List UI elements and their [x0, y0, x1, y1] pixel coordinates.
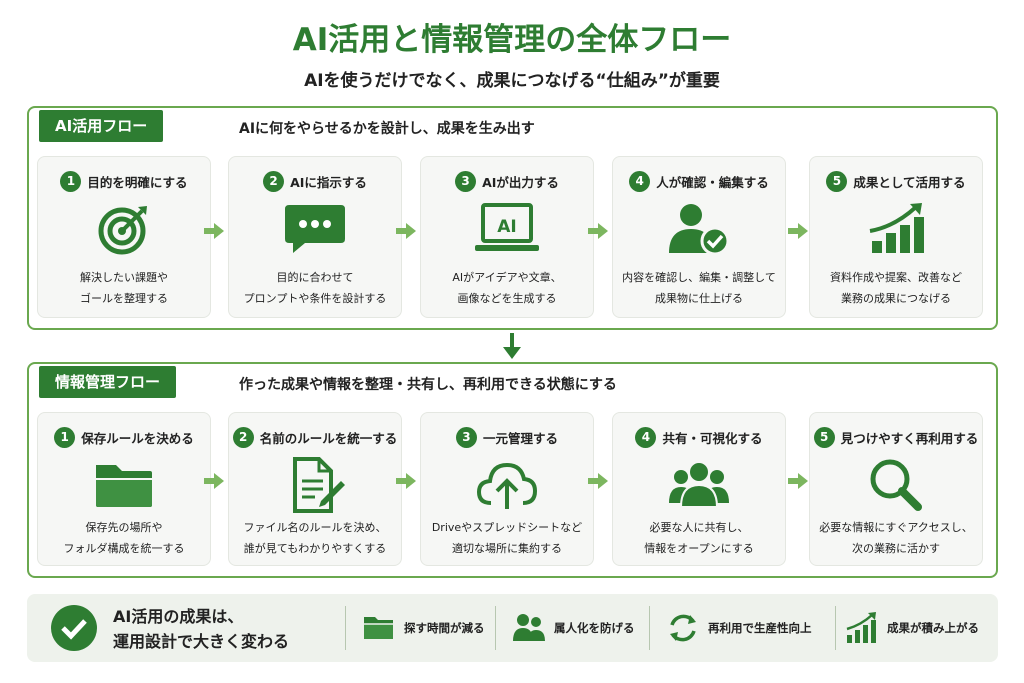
- step-title: 共有・可視化する: [662, 431, 763, 446]
- info-step-card: 3 一元管理する Driveやスプレッドシートなど 適切な場所に集約する: [420, 412, 594, 566]
- step-title: AIに指示する: [290, 175, 367, 190]
- arrow-right-icon: [204, 223, 224, 239]
- arrow-right-icon: [396, 473, 416, 489]
- cloud-upload-icon: [475, 457, 539, 513]
- step-number: 3: [455, 427, 477, 448]
- chat-bubble-icon: [283, 201, 347, 257]
- user-check-icon: [667, 201, 731, 257]
- folder-icon: [362, 611, 396, 645]
- step-number: 1: [60, 171, 82, 192]
- info-step-card: 4 共有・可視化する 必要な人に共有し、 情報をオープンにする: [612, 412, 786, 566]
- laptop-ai-text: AI: [497, 217, 516, 237]
- ai-step-card: 2 AIに指示する 目的に合わせて プロンプトや条件を設計する: [228, 156, 402, 318]
- benefit-label: 成果が積み上がる: [887, 621, 979, 635]
- summary-line-1: AI活用の成果は、: [113, 607, 244, 626]
- ai-flow-tag: AI活用フロー: [39, 110, 164, 142]
- info-step-card: 5 見つけやすく再利用する 必要な情報にすぐアクセスし、 次の業務に活かす: [809, 412, 983, 566]
- target-icon: [92, 201, 156, 257]
- benefit-label: 再利用で生産性向上: [708, 621, 812, 635]
- benefit-label: 探す時間が減る: [404, 621, 485, 635]
- step-description: 目的に合わせて プロンプトや条件を設計する: [243, 271, 387, 305]
- step-title: AIが出力する: [482, 175, 559, 190]
- step-title: 見つけやすく再利用する: [840, 431, 979, 446]
- search-icon: [864, 457, 928, 513]
- step-title: 保存ルールを決める: [81, 431, 194, 446]
- page-title: AI活用と情報管理の全体フロー: [292, 22, 732, 58]
- arrow-right-icon: [788, 223, 808, 239]
- step-description: 資料作成や提案、改善など 業務の成果につなげる: [830, 271, 962, 305]
- step-description: ファイル名のルールを決め、 誰が見てもわかりやすくする: [243, 521, 387, 555]
- step-number: 4: [629, 171, 651, 192]
- step-title: 人が確認・編集する: [656, 175, 769, 190]
- step-description: 必要な情報にすぐアクセスし、 次の業務に活かす: [819, 521, 973, 555]
- info-flow-section: 情報管理フロー 作った成果や情報を整理・共有し、再利用できる状態にする 1 保存ル…: [27, 362, 998, 578]
- step-number: 2: [263, 171, 285, 192]
- step-number: 1: [54, 427, 76, 448]
- divider: [495, 606, 496, 650]
- info-step-card: 1 保存ルールを決める 保存先の場所や フォルダ構成を統一する: [37, 412, 211, 566]
- growth-chart-icon: [864, 201, 928, 257]
- step-description: 解決したい課題や ゴールを整理する: [80, 271, 168, 305]
- ai-step-card: 5 成果として活用する 資料作成や提案、改善など 業務の成果につなげる: [809, 156, 983, 318]
- step-title: 一元管理する: [482, 431, 558, 446]
- summary-bar: AI活用の成果は、 運用設計で大きく変わる 探す時間が減る 属人化を防げる 再利…: [27, 594, 998, 662]
- arrow-down-icon: [501, 333, 523, 361]
- step-description: 内容を確認し、編集・調整して 成果物に仕上げる: [622, 271, 776, 305]
- step-number: 5: [826, 171, 848, 192]
- divider: [835, 606, 836, 650]
- step-title: 成果として活用する: [853, 175, 966, 190]
- document-edit-icon: [283, 457, 347, 513]
- people-icon: [512, 611, 546, 645]
- benefit-label: 属人化を防げる: [554, 621, 635, 635]
- refresh-icon: [666, 611, 700, 645]
- step-description: 必要な人に共有し、 情報をオープンにする: [644, 521, 754, 555]
- step-description: 保存先の場所や フォルダ構成を統一する: [63, 521, 185, 555]
- page-subtitle: AIを使うだけでなく、成果につなげる“仕組み”が重要: [304, 71, 720, 91]
- summary-line-2: 運用設計で大きく変わる: [113, 632, 290, 651]
- info-flow-tag: 情報管理フロー: [39, 366, 177, 398]
- arrow-right-icon: [588, 473, 608, 489]
- arrow-right-icon: [204, 473, 224, 489]
- step-title: 目的を明確にする: [87, 175, 188, 190]
- team-icon: [667, 457, 731, 513]
- growth-chart-icon: [845, 611, 879, 645]
- ai-step-card: 1 目的を明確にする 解決したい課題や ゴールを整理する: [37, 156, 211, 318]
- ai-flow-section: AI活用フロー AIに何をやらせるかを設計し、成果を生み出す 1 目的を明確にする…: [27, 106, 998, 330]
- divider: [649, 606, 650, 650]
- arrow-right-icon: [588, 223, 608, 239]
- arrow-right-icon: [788, 473, 808, 489]
- step-number: 2: [232, 427, 254, 448]
- check-circle-icon: [51, 605, 97, 651]
- info-flow-description: 作った成果や情報を整理・共有し、再利用できる状態にする: [239, 377, 617, 393]
- info-step-card: 2 名前のルールを統一する ファイル名のルールを決め、 誰が見てもわかりやすくする: [228, 412, 402, 566]
- step-number: 5: [813, 427, 835, 448]
- ai-step-card: 3 AIが出力する AI AIがアイデアや文章、 画像などを生成する: [420, 156, 594, 318]
- divider: [345, 606, 346, 650]
- step-number: 4: [635, 427, 657, 448]
- step-title: 名前のルールを統一する: [259, 431, 398, 446]
- step-description: AIがアイデアや文章、 画像などを生成する: [452, 271, 562, 305]
- step-description: Driveやスプレッドシートなど 適切な場所に集約する: [431, 521, 583, 555]
- ai-flow-description: AIに何をやらせるかを設計し、成果を生み出す: [239, 121, 535, 137]
- ai-step-card: 4 人が確認・編集する 内容を確認し、編集・調整して 成果物に仕上げる: [612, 156, 786, 318]
- folder-icon: [92, 457, 156, 513]
- summary-message: AI活用の成果は、 運用設計で大きく変わる: [113, 604, 289, 654]
- step-number: 3: [455, 171, 477, 192]
- arrow-right-icon: [396, 223, 416, 239]
- laptop-ai-icon: AI: [475, 201, 539, 257]
